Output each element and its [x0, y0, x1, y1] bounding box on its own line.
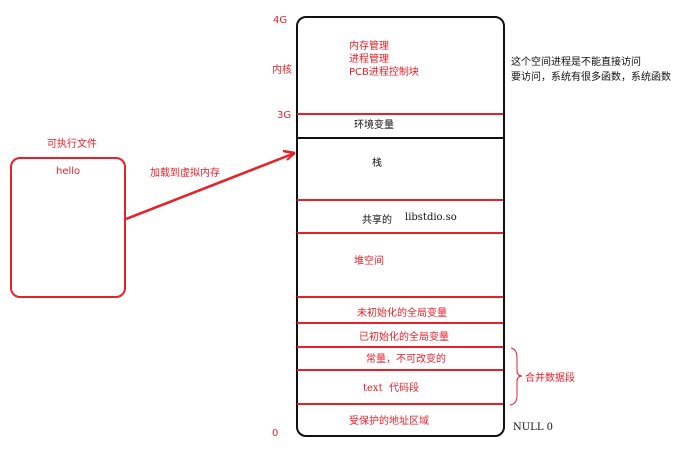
brace-label: 合并数据段: [525, 373, 575, 384]
divider-shared: [297, 232, 503, 234]
segment-protected: 受保护的地址区域: [349, 416, 429, 427]
note-line-2: 要访问，系统有很多函数，系统函数: [511, 72, 671, 83]
label-3g: 3G: [277, 110, 292, 121]
kernel-line-3: PCB进程控制块: [349, 67, 419, 78]
divider-rodata: [297, 369, 503, 371]
segment-text-prefix: text: [363, 383, 383, 394]
exe-file-name: hello: [56, 166, 81, 177]
exe-title: 可执行文件: [47, 139, 97, 150]
segment-text-label: 代码段: [388, 383, 419, 394]
segment-heap: 堆空间: [354, 256, 384, 267]
label-0: 0: [272, 428, 279, 439]
divider-bss: [297, 322, 503, 324]
segment-env: 环境变量: [354, 120, 394, 131]
segment-stack: 栈: [372, 158, 382, 169]
data-segment-brace: [509, 347, 523, 406]
segment-rodata: 常量，不可改变的: [366, 354, 446, 365]
kernel-line-1: 内存管理: [349, 41, 389, 52]
label-4g: 4G: [273, 15, 288, 26]
divider-heap: [297, 296, 503, 298]
divider-text: [297, 403, 503, 405]
segment-bss: 未初始化的全局变量: [357, 308, 447, 319]
divider-stack: [297, 199, 503, 201]
label-kernel: 内核: [272, 65, 292, 76]
kernel-line-2: 进程管理: [349, 54, 389, 65]
segment-shared: 共享的: [362, 215, 392, 226]
divider-env: [297, 137, 503, 139]
note-line-1: 这个空间进程是不能直接访问: [511, 57, 641, 68]
null-label: NULL 0: [513, 422, 553, 433]
virtual-memory-box: [296, 16, 505, 437]
divider-data: [297, 346, 503, 348]
segment-text: text 代码段: [363, 382, 419, 395]
executable-file-box: [10, 157, 126, 298]
segment-data: 已初始化的全局变量: [359, 332, 449, 343]
segment-shared-lib: libstdio.so: [405, 212, 457, 223]
divider-3g: [297, 113, 503, 115]
arrow-label: 加载到虚拟内存: [150, 168, 220, 179]
